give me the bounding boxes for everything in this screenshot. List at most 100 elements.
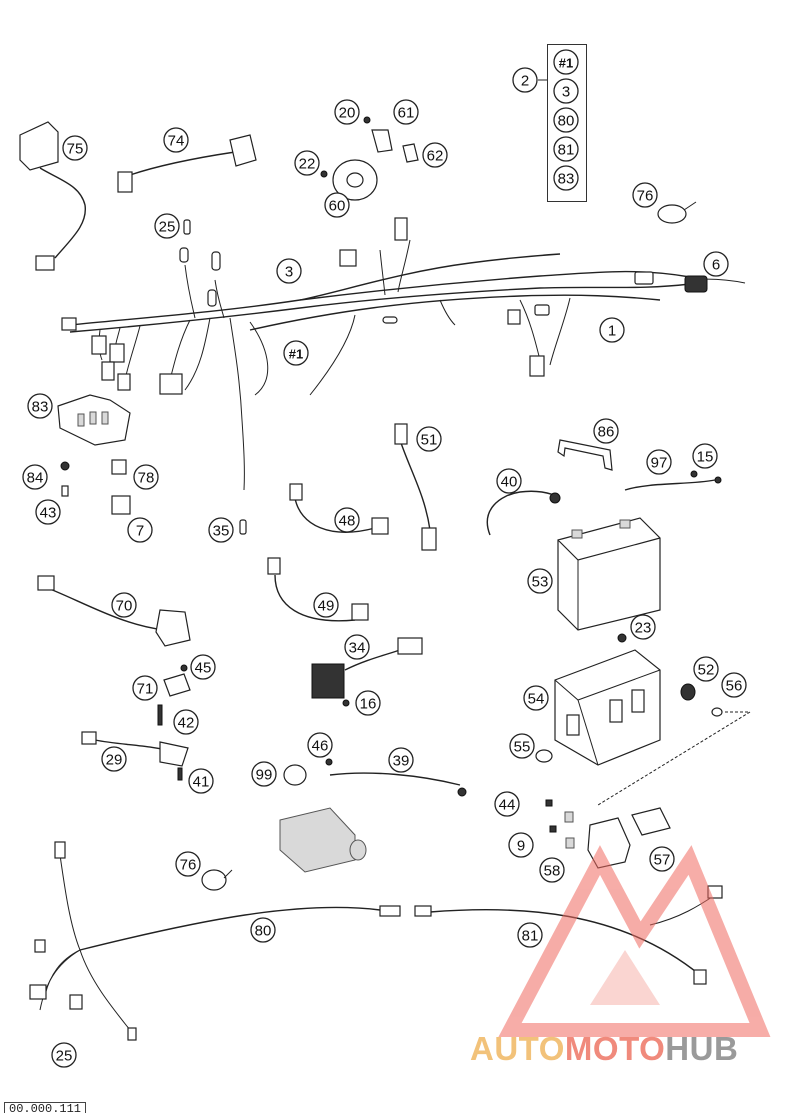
cable-97 — [624, 470, 722, 491]
callout-76b: 76 — [175, 851, 201, 877]
svg-text:23: 23 — [635, 620, 652, 637]
cable-48 — [289, 483, 389, 535]
cable-29 — [81, 731, 189, 781]
callout-74: 74 — [163, 127, 189, 153]
callout-3: 3 — [276, 258, 302, 284]
svg-text:34: 34 — [349, 640, 366, 657]
svg-text:43: 43 — [40, 505, 57, 522]
strap-86 — [557, 439, 613, 471]
svg-text:25: 25 — [56, 1048, 73, 1065]
legend-item-2: 80 — [553, 107, 579, 133]
callout-15: 15 — [692, 443, 718, 469]
svg-text:1: 1 — [608, 323, 616, 340]
svg-text:45: 45 — [195, 660, 212, 677]
callout-60: 60 — [324, 192, 350, 218]
cable-tie-76-bottom — [201, 869, 233, 891]
svg-text:29: 29 — [106, 752, 123, 769]
callout-56: 56 — [721, 672, 747, 698]
svg-text:58: 58 — [544, 863, 561, 880]
callout-25b: 25 — [51, 1042, 77, 1068]
svg-text:60: 60 — [329, 198, 346, 215]
watermark-text: AUTOMOTOHUB — [470, 1030, 738, 1068]
callout-61: 61 — [393, 99, 419, 125]
starter-motor — [279, 807, 367, 873]
svg-text:86: 86 — [598, 424, 615, 441]
svg-text:84: 84 — [27, 470, 44, 487]
battery-53 — [557, 517, 661, 631]
svg-text:80: 80 — [255, 923, 272, 940]
callout-39: 39 — [388, 747, 414, 773]
svg-text:83: 83 — [558, 171, 575, 188]
watermark-part-moto: MOTO — [564, 1030, 666, 1067]
svg-text:2: 2 — [521, 73, 529, 90]
harness-80 — [29, 841, 401, 1041]
callout-2: 2 — [512, 67, 538, 93]
part-74-switch — [117, 134, 257, 193]
callout-80: 80 — [250, 917, 276, 943]
svg-text:81: 81 — [558, 142, 575, 159]
callout-70: 70 — [111, 592, 137, 618]
callout-29: 29 — [101, 746, 127, 772]
regulator-34 — [311, 637, 423, 707]
callout-97: 97 — [646, 449, 672, 475]
watermark-part-auto: AUTO — [470, 1030, 565, 1067]
svg-text:54: 54 — [528, 691, 545, 708]
svg-text:16: 16 — [360, 696, 377, 713]
svg-text:6: 6 — [712, 257, 720, 274]
svg-text:48: 48 — [339, 513, 356, 530]
legend-item-1: 3 — [553, 78, 579, 104]
legend-box-item-2 — [547, 44, 587, 202]
callout-49: 49 — [313, 592, 339, 618]
svg-text:#1: #1 — [559, 56, 573, 71]
callout-81: 81 — [517, 922, 543, 948]
svg-text:3: 3 — [285, 264, 293, 281]
part-71-45-42 — [157, 664, 191, 726]
callout-9: 9 — [508, 832, 534, 858]
callout-86: 86 — [593, 418, 619, 444]
watermark-logo — [498, 845, 771, 1037]
svg-text:49: 49 — [318, 598, 335, 615]
callout-45: 45 — [190, 654, 216, 680]
mounting-plate-83 — [57, 394, 131, 446]
callout-53: 53 — [527, 568, 553, 594]
callout-23: 23 — [630, 614, 656, 640]
callout-40: 40 — [496, 468, 522, 494]
svg-text:39: 39 — [393, 753, 410, 770]
watermark-part-hub: HUB — [665, 1030, 739, 1067]
cable-40 — [486, 490, 561, 536]
svg-text:53: 53 — [532, 574, 549, 591]
legend-item-4: 83 — [553, 165, 579, 191]
callout-25a: 25 — [154, 213, 180, 239]
svg-text:57: 57 — [654, 852, 671, 869]
callout-22: 22 — [294, 150, 320, 176]
horn-assembly — [320, 116, 419, 201]
svg-text:25: 25 — [159, 219, 176, 236]
callout-20: 20 — [334, 99, 360, 125]
svg-text:99: 99 — [256, 767, 273, 784]
callout-44: 44 — [494, 791, 520, 817]
svg-text:#1: #1 — [289, 347, 303, 362]
cable-70 — [37, 575, 191, 647]
svg-text:76: 76 — [180, 857, 197, 874]
callout-h1b: #1 — [283, 340, 309, 366]
callout-48: 48 — [334, 507, 360, 533]
svg-text:35: 35 — [213, 523, 230, 540]
callout-71: 71 — [132, 675, 158, 701]
harness-end-connector — [684, 275, 708, 293]
callout-46: 46 — [307, 732, 333, 758]
callout-75: 75 — [62, 135, 88, 161]
callout-54: 54 — [523, 685, 549, 711]
legend-item-0: #1 — [553, 49, 579, 75]
svg-text:52: 52 — [698, 662, 715, 679]
callout-35: 35 — [208, 517, 234, 543]
svg-text:97: 97 — [651, 455, 668, 472]
svg-text:46: 46 — [312, 738, 329, 755]
svg-text:41: 41 — [193, 774, 210, 791]
callout-42: 42 — [173, 709, 199, 735]
callout-62: 62 — [422, 142, 448, 168]
svg-text:78: 78 — [138, 470, 155, 487]
svg-text:15: 15 — [697, 449, 714, 466]
callout-84: 84 — [22, 464, 48, 490]
